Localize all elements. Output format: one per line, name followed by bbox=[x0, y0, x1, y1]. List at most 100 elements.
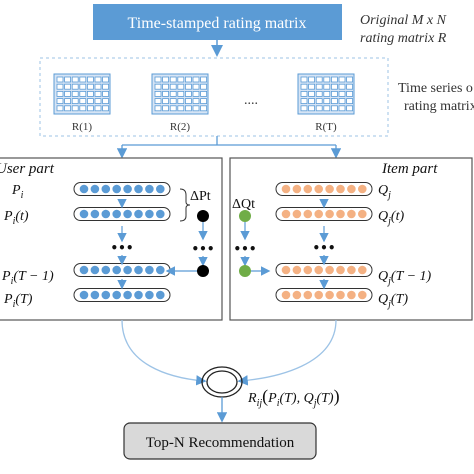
delta-p-label: ΔPt bbox=[190, 189, 211, 204]
matrix-cell bbox=[346, 91, 354, 97]
matrix-cell bbox=[79, 91, 87, 97]
top-n-recommendation-box bbox=[123, 422, 317, 460]
matrix-cell bbox=[192, 105, 200, 112]
item-vector-row-2 bbox=[275, 263, 373, 277]
matrix-cell bbox=[169, 105, 177, 112]
matrix-cell bbox=[64, 105, 71, 112]
user-vector-row-1-dot bbox=[90, 209, 100, 219]
matrix-cell bbox=[308, 98, 316, 104]
item-vector-row-0-dot bbox=[314, 184, 324, 194]
matrix-cell bbox=[162, 105, 170, 112]
matrix-cell bbox=[184, 105, 192, 112]
matrix-cell bbox=[154, 83, 162, 90]
matrix-cell bbox=[300, 76, 308, 83]
matrix-cell bbox=[308, 76, 316, 83]
item-vector-row-2-dot bbox=[281, 265, 291, 275]
matrix-cell bbox=[346, 98, 354, 104]
item-vector-row-1-dot bbox=[314, 209, 324, 219]
matrix-cell bbox=[200, 83, 208, 90]
matrix-cell bbox=[200, 98, 208, 104]
item-ellipsis: ••• bbox=[312, 241, 335, 255]
matrix-cell bbox=[338, 98, 346, 104]
user-vector-row-2-dot bbox=[112, 265, 121, 275]
delta-q-dot-bottom bbox=[239, 265, 251, 277]
user-vector-row-1-dot bbox=[79, 209, 89, 219]
matrix-cell bbox=[192, 98, 200, 104]
user-vector-row-3 bbox=[73, 288, 171, 302]
user-vector-row-2-dot bbox=[123, 265, 132, 275]
item-vector-row-3-dot bbox=[303, 290, 313, 300]
matrix-cell bbox=[102, 83, 109, 90]
matrix-cell bbox=[64, 83, 71, 90]
matrix-cell bbox=[323, 91, 331, 97]
delta-q-dot-top bbox=[239, 210, 251, 222]
matrix-cell bbox=[192, 91, 200, 97]
header-title: Time-stamped rating matrix bbox=[128, 15, 307, 32]
user-vector-row-1-dot bbox=[101, 209, 111, 219]
matrix-cell bbox=[330, 76, 338, 83]
matrix-label-rt: R(T) bbox=[315, 121, 337, 133]
user-vectors bbox=[73, 182, 171, 302]
split-connector bbox=[122, 136, 336, 146]
item-vector-row-3-dot bbox=[336, 290, 345, 300]
matrix-cell bbox=[154, 91, 162, 97]
item-vector-row-3-dot bbox=[347, 290, 356, 300]
matrix-cell bbox=[87, 76, 94, 83]
matrix-cell bbox=[184, 76, 192, 83]
matrix-cell bbox=[177, 105, 185, 112]
side-note-line1: Original M x N bbox=[360, 13, 447, 28]
item-vector-row-1-dot bbox=[281, 209, 291, 219]
matrix-cell bbox=[169, 91, 177, 97]
user-vector-row-2-dot bbox=[134, 265, 143, 275]
matrix-cell bbox=[192, 83, 200, 90]
matrix-rt bbox=[297, 73, 355, 115]
user-part-box bbox=[0, 157, 223, 321]
matrix-cell bbox=[87, 91, 94, 97]
user-label-p: Pi bbox=[11, 183, 24, 201]
item-label-q: Qj bbox=[378, 183, 391, 201]
matrix-cell bbox=[79, 105, 87, 112]
matrix-cell bbox=[94, 76, 102, 83]
user-vector-row-3-dot bbox=[79, 290, 89, 300]
matrix-cell bbox=[177, 83, 185, 90]
item-vector-row-2-dot bbox=[314, 265, 324, 275]
matrix-cell bbox=[200, 76, 208, 83]
item-vector-row-2-dot bbox=[347, 265, 356, 275]
item-label-qT: Qj(T) bbox=[378, 292, 408, 310]
item-part-box bbox=[229, 157, 473, 321]
matrix-cell bbox=[154, 76, 162, 83]
matrix-cell bbox=[102, 76, 109, 83]
matrix-r1 bbox=[53, 73, 111, 115]
matrix-cell bbox=[71, 98, 79, 104]
matrix-cell bbox=[315, 98, 323, 104]
matrix-cell bbox=[346, 105, 354, 112]
matrix-cell bbox=[323, 105, 331, 112]
matrix-cell bbox=[71, 83, 79, 90]
matrix-cell bbox=[56, 76, 64, 83]
user-vector-row-0-dot bbox=[134, 184, 143, 194]
item-vector-row-0-dot bbox=[292, 184, 302, 194]
user-label-pt: Pi(t) bbox=[3, 209, 29, 227]
matrix-cell bbox=[177, 76, 185, 83]
delta-p-dot-top bbox=[197, 210, 209, 222]
user-vector-row-0-dot bbox=[112, 184, 121, 194]
user-vector-row-0-dot bbox=[79, 184, 89, 194]
matrix-cell bbox=[308, 91, 316, 97]
matrix-cell bbox=[184, 91, 192, 97]
side-note-line2: rating matrix R bbox=[360, 31, 447, 46]
time-series-note-line2: rating matrix bbox=[404, 99, 474, 114]
user-vector-row-3-dot bbox=[101, 290, 111, 300]
matrix-cell bbox=[346, 76, 354, 83]
item-label-qt-1: Qj(T − 1) bbox=[378, 269, 432, 287]
user-vector-row-0-dot bbox=[90, 184, 100, 194]
matrix-cell bbox=[94, 91, 102, 97]
matrix-ellipsis: .... bbox=[244, 93, 258, 108]
matrix-cell bbox=[56, 91, 64, 97]
matrix-cell bbox=[169, 98, 177, 104]
user-brace bbox=[179, 188, 191, 222]
user-vector-row-0-dot bbox=[123, 184, 132, 194]
matrix-cell bbox=[200, 105, 208, 112]
matrix-cell bbox=[79, 83, 87, 90]
item-vector-row-0-dot bbox=[325, 184, 334, 194]
item-vector-row-3 bbox=[275, 288, 373, 302]
